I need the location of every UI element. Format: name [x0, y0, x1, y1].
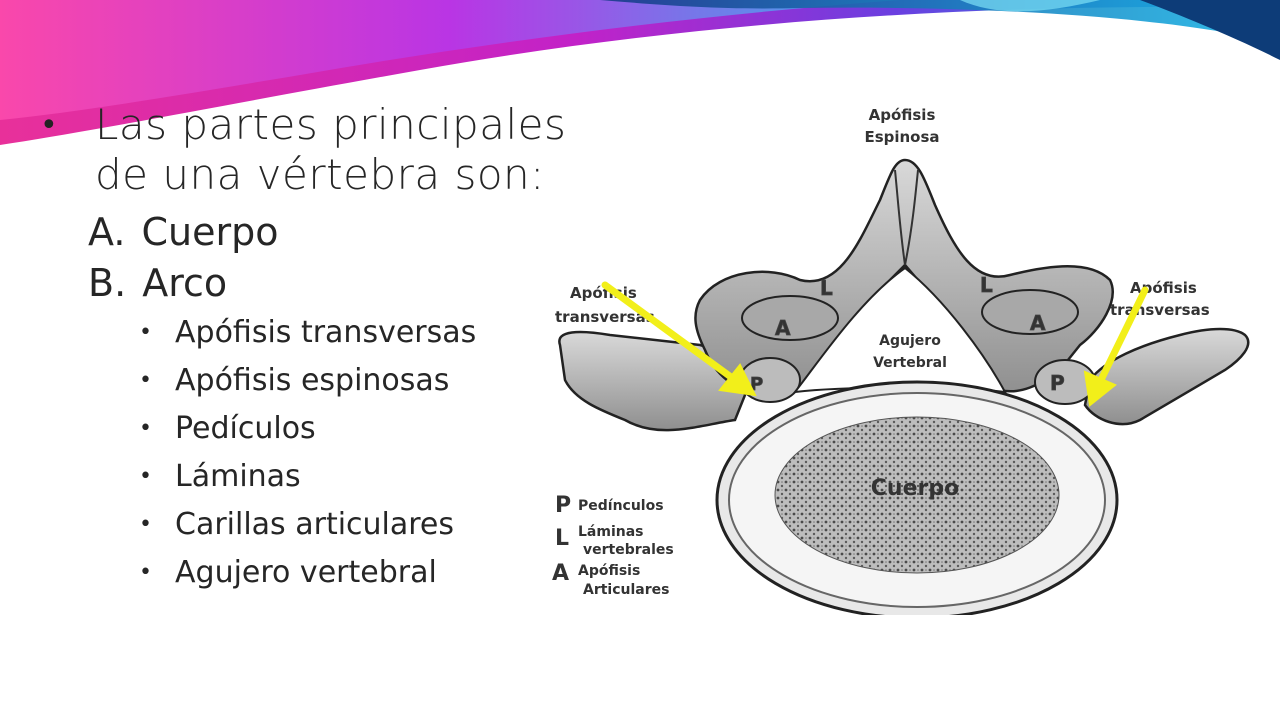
sub-item: •Pedículos: [139, 411, 316, 446]
label-foramen-1: Agujero: [879, 333, 941, 349]
label-foramen-2: Vertebral: [873, 355, 947, 371]
list-item-cuerpo: A. Cuerpo: [88, 210, 279, 254]
letter-A-right: A: [1030, 311, 1046, 335]
legend-letter-A: A: [552, 561, 569, 586]
list-marker: A.: [88, 210, 126, 254]
arrow-left: [601, 281, 757, 397]
letter-P-right: P: [1050, 371, 1065, 395]
list-item-label: Cuerpo: [141, 210, 279, 254]
label-right-transverse-2: transversas: [1110, 301, 1210, 319]
legend-laminas-2: vertebrales: [583, 542, 674, 558]
list-item-arco: B. Arco: [88, 261, 227, 305]
legend-apofisis-2: Articulares: [583, 582, 669, 598]
list-marker: B.: [88, 261, 127, 305]
vertebral-body-spongy: [774, 416, 1060, 574]
title-bullet: •: [40, 108, 58, 143]
sub-item: •Láminas: [139, 459, 301, 494]
slide-title-line-1: Las partes principales: [95, 100, 567, 149]
sub-item: •Apófisis espinosas: [139, 363, 450, 398]
vertebra-diagram: Apófisis Espinosa Apófisis transversas A…: [552, 106, 1250, 615]
legend-letter-L: L: [555, 526, 569, 551]
slide-title-line-2: de una vértebra son:: [95, 150, 545, 199]
label-left-transverse-2: transversas: [555, 308, 655, 326]
letter-L-right: L: [980, 273, 993, 297]
label-spinous-2: Espinosa: [864, 128, 939, 146]
list-item-label: Arco: [142, 261, 228, 305]
legend-apofisis-1: Apófisis: [578, 563, 640, 579]
label-body: Cuerpo: [871, 476, 959, 501]
label-spinous-1: Apófisis: [869, 106, 936, 124]
sub-item: •Apófisis transversas: [139, 315, 477, 350]
sub-item: •Carillas articulares: [139, 507, 455, 542]
sub-item: •Agujero vertebral: [139, 555, 437, 590]
decorative-banner: [0, 0, 1280, 145]
letter-A-left: A: [775, 316, 791, 340]
right-transverse-process: [1083, 327, 1250, 426]
letter-L-left: L: [820, 276, 833, 300]
legend-letter-P: P: [555, 493, 571, 518]
arrow-right: [1083, 286, 1149, 407]
legend-laminas-1: Láminas: [578, 524, 644, 540]
legend-pedinculos: Pedínculos: [578, 498, 664, 514]
